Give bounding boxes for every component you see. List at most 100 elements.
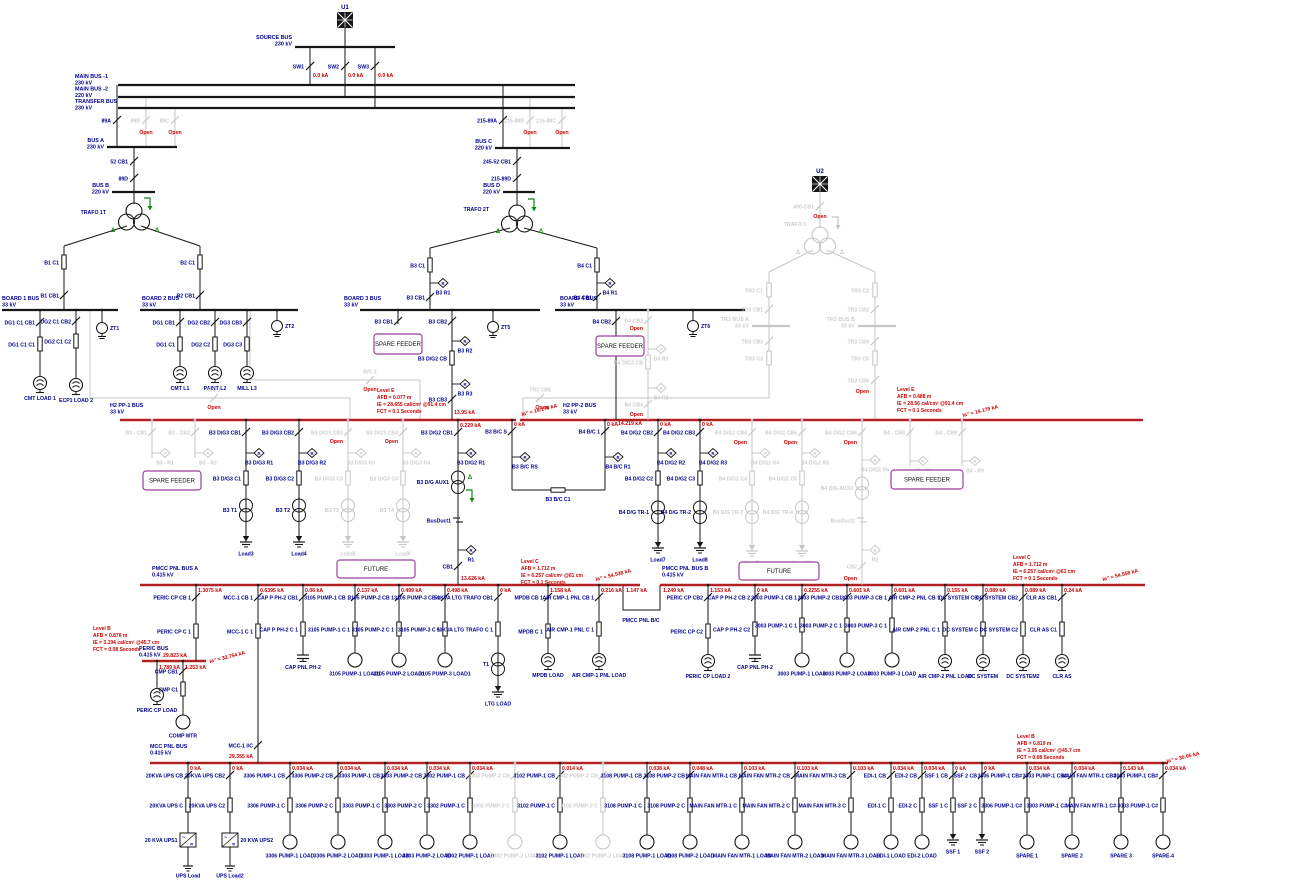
sym-slash-52-cb1[interactable]: 52 CB1 (110, 156, 139, 166)
sym-slash-89d[interactable]: 89D (118, 173, 139, 183)
sym-slash-b-c-1[interactable]: B/C 1 (207, 388, 221, 403)
sym-slash-tr3-cb6[interactable]: TR3 CB6 (847, 375, 880, 385)
sym-slash-tr3-cb1[interactable]: TR3 CB1 (741, 304, 774, 314)
sym-cab-tr3-c3[interactable]: TR3 C3 (745, 350, 772, 366)
feeder-spare1[interactable]: 3306 PUMP-1 CB#3306 PUMP-1 C#SPARE 10.03… (978, 761, 1051, 860)
sym-garr-[interactable] (832, 216, 841, 230)
sym-slash-215-89d[interactable]: 215-89D (491, 173, 522, 183)
feeder-zt5[interactable]: ZT5 (487, 308, 511, 338)
sym-slash-400-cb1[interactable]: 400-CB1 (793, 201, 825, 211)
feeder-zt2[interactable]: ZT2 (271, 308, 295, 337)
sym-slash-215-89b[interactable]: 215-89B (504, 115, 535, 125)
trafo-1t[interactable] (117, 202, 151, 231)
feeder-spare2[interactable]: 3303 PUMP-1 CB#3303 PUMP-1 C#SPARE 20.03… (1023, 761, 1096, 860)
pmcc-pnl-bus-a[interactable]: PMCC PNL BUS A0.415 kV (140, 566, 640, 587)
feeder-zt1[interactable]: ZT1 (96, 308, 120, 339)
feeder-b3-cb1[interactable]: B3 CB1 (375, 308, 403, 326)
sym-slash-215-89a[interactable]: 215-89A (477, 115, 508, 125)
sym-slash-tr3-cb5[interactable]: TR3 CB5 (529, 388, 551, 403)
utility-u2[interactable]: U2 (812, 169, 828, 192)
sym-slash-89b[interactable]: 89B (130, 115, 151, 125)
sym-cab-tr3-c2[interactable]: TR3 C2 (851, 282, 878, 298)
feeder-zt6[interactable]: ZT6 (687, 308, 711, 337)
sym-slash-245-52-cb1[interactable]: 245-52 CB1 (483, 156, 522, 166)
utility-u1[interactable]: U1 (337, 5, 353, 28)
sym-slash-89c[interactable]: 89C (159, 115, 180, 125)
feeder-spare4[interactable]: 3003 PUMP-1 CB#3003 PUMP-1 C#SPARE-40.03… (1114, 761, 1187, 860)
feeder-spare3[interactable]: MAIN FAN MTR-1 CB#MAIN FAN MTR-1 C#SPARE… (1062, 761, 1144, 860)
tr3-bus-b[interactable]: TR3 BUS B33 kV (827, 317, 896, 330)
sym-cab-tr3-c5[interactable]: TR3 C5 (851, 350, 878, 366)
sym-garr-[interactable] (528, 198, 537, 212)
trafo-3[interactable] (803, 226, 837, 255)
sym-slash-sw3[interactable]: SW3 (358, 61, 380, 71)
trafo-2t[interactable] (500, 204, 534, 233)
sym-slash-sw2[interactable]: SW2 (328, 61, 350, 71)
feeder-peric-load[interactable]: PERIC CP LOAD1.789 kA (137, 659, 181, 714)
sym-slash-b-c-2[interactable]: B/C 2 (363, 370, 377, 385)
